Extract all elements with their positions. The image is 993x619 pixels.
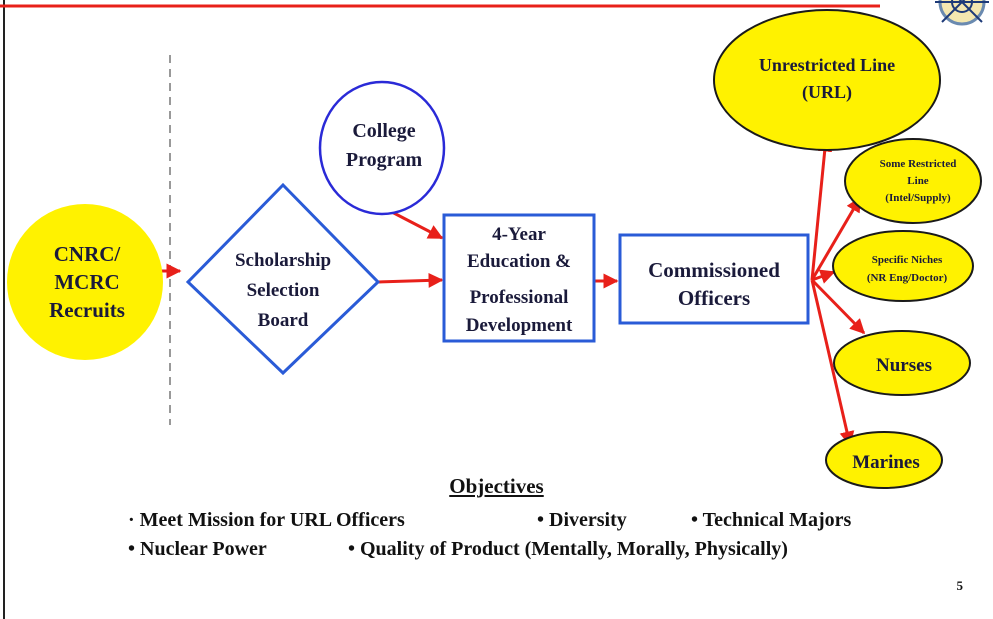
- niches-line-1: Specific Niches: [872, 254, 943, 266]
- ship-wheel-emblem-icon: [935, 0, 989, 26]
- education-line-1: 4-Year: [492, 224, 546, 245]
- commissioned-line-1: Commissioned: [648, 258, 780, 282]
- arrow-to-marines: [810, 279, 855, 447]
- arrow-to-restricted: [810, 196, 862, 281]
- page-number: 5: [956, 578, 964, 593]
- node-recruits: CNRC/ MCRC Recruits: [7, 204, 163, 360]
- marines-label: Marines: [852, 452, 920, 473]
- recruits-line-1: CNRC/: [54, 242, 122, 266]
- arrow-to-url: [810, 136, 833, 281]
- node-scholarship-board: Scholarship Selection Board: [185, 182, 381, 376]
- college-line-1: College: [352, 120, 415, 142]
- restricted-line-2: Line: [907, 175, 929, 187]
- objective-nuclear-power: • Nuclear Power: [128, 538, 267, 560]
- objective-meet-mission: · Meet Mission for URL Officers: [128, 509, 405, 531]
- commissioned-line-2: Officers: [678, 286, 750, 310]
- url-line-1: Unrestricted Line: [759, 55, 895, 75]
- restricted-line-3: (Intel/Supply): [885, 192, 951, 204]
- college-line-2: Program: [346, 149, 423, 171]
- objective-technical-majors: • Technical Majors: [691, 509, 852, 531]
- node-specific-niches: Specific Niches (NR Eng/Doctor): [832, 230, 974, 302]
- arrow-to-nurses: [810, 278, 866, 335]
- education-line-4: Development: [466, 315, 573, 336]
- nurses-label: Nurses: [876, 355, 932, 376]
- objectives-title: Objectives: [449, 474, 544, 498]
- arrow-board-to-education: [377, 272, 444, 288]
- node-commissioned-officers: Commissioned Officers: [618, 233, 810, 325]
- node-unrestricted-line: Unrestricted Line (URL): [713, 9, 941, 151]
- scholarship-line-3: Board: [258, 310, 309, 331]
- recruits-line-2: MCRC: [54, 270, 119, 294]
- education-line-2: Education &: [467, 251, 571, 272]
- node-education: 4-Year Education & Professional Developm…: [442, 213, 596, 343]
- objective-quality-of-product: • Quality of Product (Mentally, Morally,…: [348, 538, 788, 560]
- url-line-2: (URL): [802, 82, 852, 103]
- arrow-to-niches: [811, 269, 836, 284]
- restricted-line-1: Some Restricted: [880, 158, 957, 170]
- node-restricted-line: Some Restricted Line (Intel/Supply): [844, 138, 982, 224]
- objective-diversity: • Diversity: [537, 509, 627, 531]
- scholarship-line-2: Selection: [247, 280, 320, 301]
- flow-arrows: [152, 136, 866, 447]
- node-nurses: Nurses: [833, 330, 971, 396]
- recruits-line-3: Recruits: [49, 298, 125, 322]
- arrow-college-to-education: [387, 208, 444, 240]
- node-college-program: College Program: [318, 80, 446, 216]
- niches-line-2: (NR Eng/Doctor): [867, 272, 948, 284]
- scholarship-line-1: Scholarship: [235, 250, 331, 271]
- node-marines: Marines: [825, 431, 943, 489]
- education-line-3: Professional: [470, 287, 569, 308]
